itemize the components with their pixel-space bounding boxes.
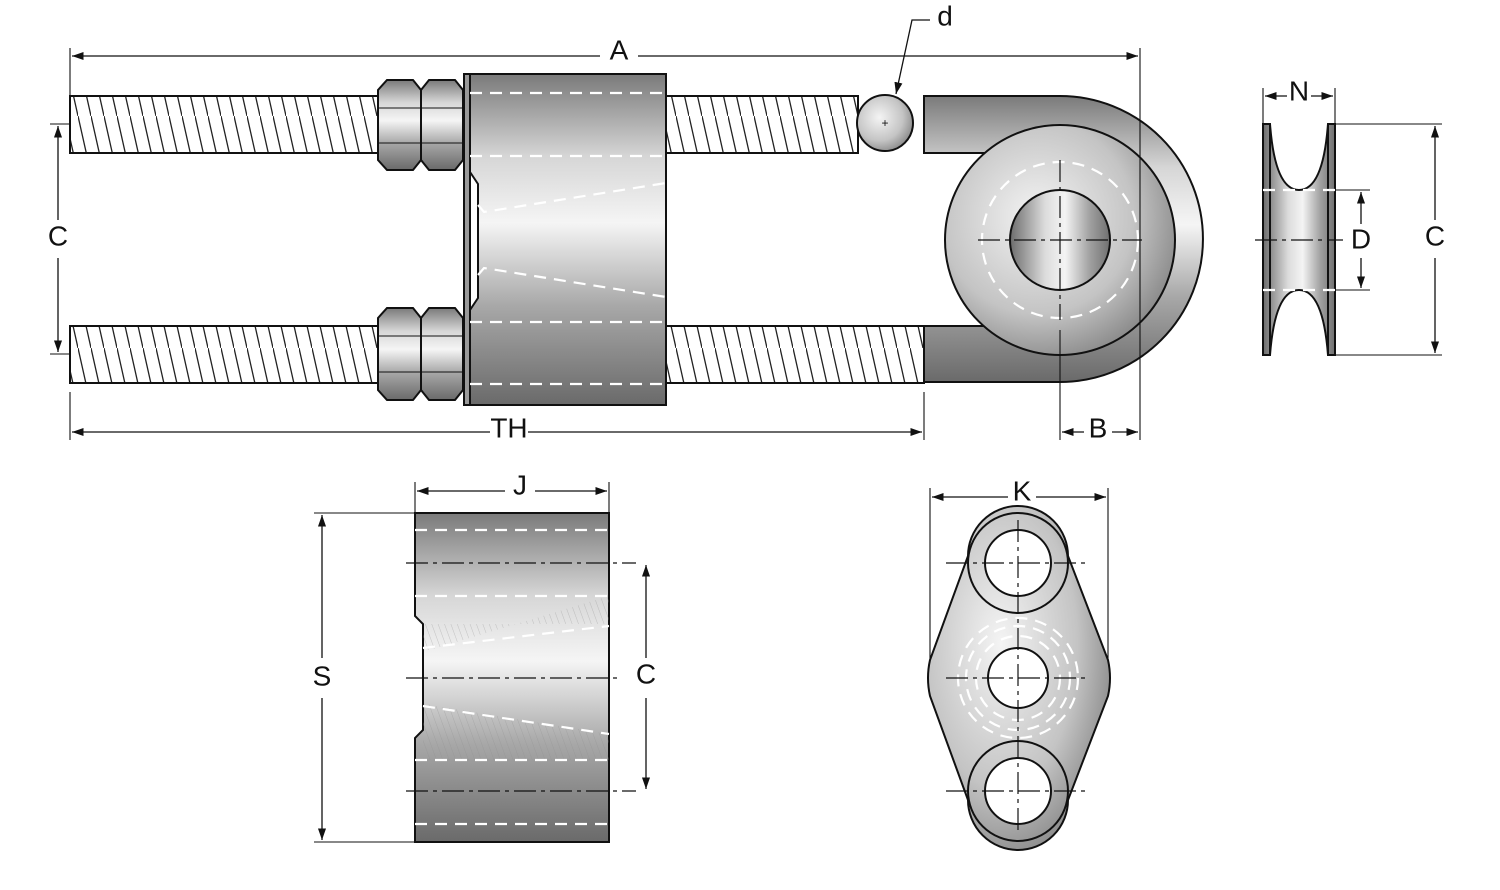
lower-threaded-rod — [69, 325, 381, 384]
dimension-d: d — [894, 0, 953, 95]
label-B: B — [1089, 412, 1108, 443]
side-view-sheave: N D C — [1255, 75, 1445, 356]
label-A: A — [610, 34, 629, 65]
label-D: D — [1351, 223, 1371, 254]
label-N: N — [1289, 75, 1309, 106]
clamp-block — [469, 73, 667, 406]
upper-threaded-rod — [69, 95, 381, 154]
dimension-C-left: C — [48, 123, 70, 355]
lower-nuts — [377, 307, 464, 401]
label-C-block: C — [636, 658, 656, 689]
upper-threaded-rod-right — [665, 95, 859, 154]
end-view: K — [927, 475, 1111, 851]
main-view: + — [69, 73, 1204, 406]
ball-d — [856, 94, 914, 152]
svg-text:+: + — [881, 116, 888, 130]
label-C-left: C — [48, 220, 68, 251]
label-K: K — [1013, 475, 1032, 506]
label-C-side: C — [1425, 220, 1445, 251]
label-TH: TH — [490, 412, 527, 443]
lower-threaded-rod-right — [665, 325, 925, 384]
block-view: J S C — [313, 469, 656, 843]
label-d: d — [937, 0, 953, 31]
washer-plate — [463, 73, 471, 406]
dimension-A: A — [69, 34, 1141, 440]
dimension-TH: TH — [69, 392, 925, 443]
upper-nuts — [377, 79, 464, 171]
dimension-B: B — [1059, 330, 1138, 443]
label-S: S — [313, 660, 332, 691]
label-J: J — [513, 469, 527, 500]
